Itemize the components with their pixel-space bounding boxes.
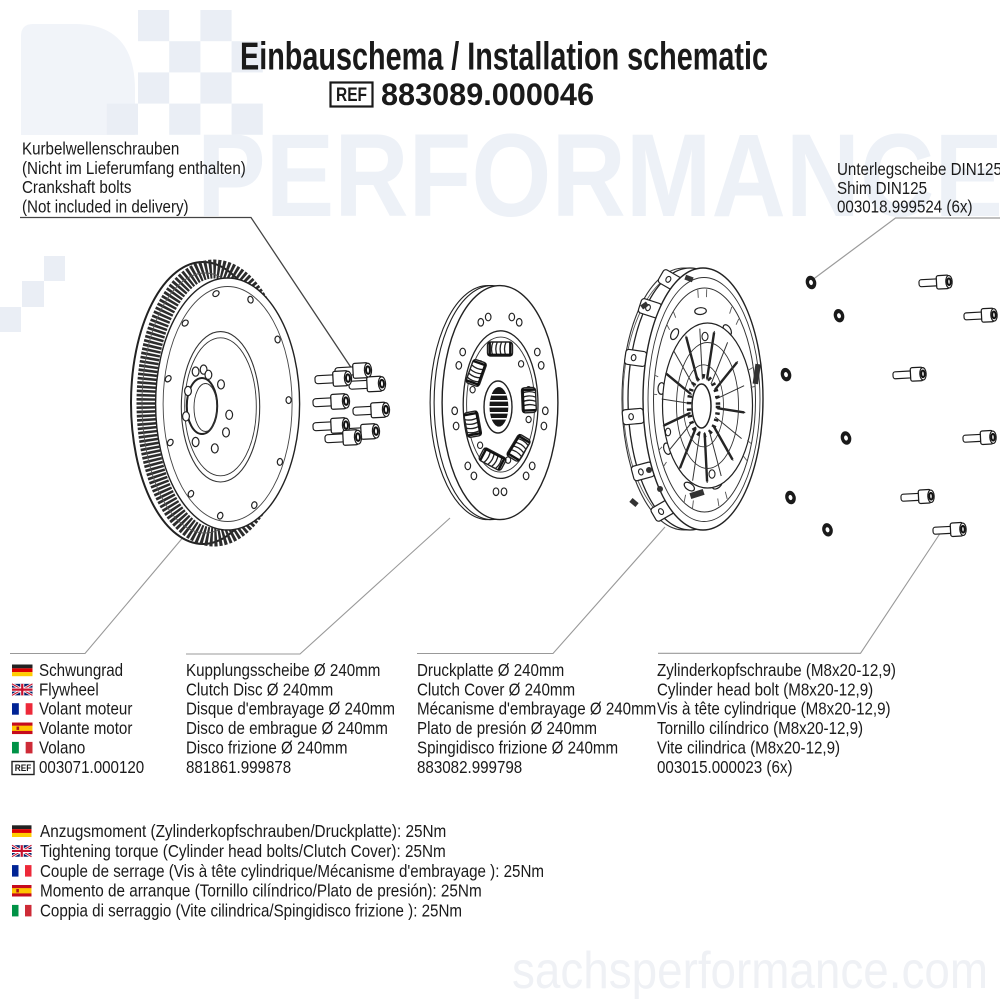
svg-text:Disco de embrague Ø 240mm: Disco de embrague Ø 240mm [186,718,388,738]
svg-text:Kupplungsscheibe Ø 240mm: Kupplungsscheibe Ø 240mm [186,660,380,680]
svg-text:Kurbelwellenschrauben: Kurbelwellenschrauben [22,139,179,159]
svg-text:Volant moteur: Volant moteur [39,699,133,719]
svg-text:REF: REF [15,763,32,774]
svg-text:003071.000120: 003071.000120 [39,757,144,777]
svg-text:Disque d'embrayage Ø 240mm: Disque d'embrayage Ø 240mm [186,699,395,719]
svg-text:Clutch Disc Ø 240mm: Clutch Disc Ø 240mm [186,679,333,699]
svg-text:(Not included in delivery): (Not included in delivery) [22,196,189,216]
svg-text:Spingidisco frizione Ø 240mm: Spingidisco frizione Ø 240mm [417,737,618,757]
svg-text:Vis à tête cylindrique (M8x20-: Vis à tête cylindrique (M8x20-12,9) [657,699,891,719]
svg-text:Anzugsmoment (Zylinderkopfschr: Anzugsmoment (Zylinderkopfschrauben/Druc… [40,821,446,841]
svg-text:(Nicht im Lieferumfang enthalt: (Nicht im Lieferumfang enthalten) [22,158,246,178]
svg-text:Tornillo cilíndrico (M8x20-12,: Tornillo cilíndrico (M8x20-12,9) [657,718,863,738]
svg-text:Druckplatte Ø 240mm: Druckplatte Ø 240mm [417,660,564,680]
svg-text:Couple de serrage (Vis à tête: Couple de serrage (Vis à tête cylindriqu… [40,861,544,881]
svg-text:Tightening torque (Cylinder h: Tightening torque (Cylinder head bolts/C… [40,841,446,861]
svg-text:Einbauschema / Installation sc: Einbauschema / Installation schematic [240,36,768,79]
svg-text:Crankshaft bolts: Crankshaft bolts [22,177,131,197]
svg-text:881861.999878: 881861.999878 [186,757,291,777]
svg-text:sachsperformance.com: sachsperformance.com [512,942,988,1000]
svg-text:Disco frizione Ø 240mm: Disco frizione Ø 240mm [186,737,348,757]
svg-text:Clutch Cover Ø 240mm: Clutch Cover Ø 240mm [417,679,575,699]
svg-text:003018.999524 (6x): 003018.999524 (6x) [837,197,973,217]
svg-text:Zylinderkopfschraube (M8x20-12: Zylinderkopfschraube (M8x20-12,9) [657,660,896,680]
svg-text:Shim DIN125: Shim DIN125 [837,178,927,198]
svg-text:REF: REF [336,85,367,106]
svg-text:Flywheel: Flywheel [39,679,99,699]
svg-text:Volante motor: Volante motor [39,718,133,738]
svg-text:Unterlegscheibe DIN125: Unterlegscheibe DIN125 [837,159,1000,179]
svg-text:003015.000023 (6x): 003015.000023 (6x) [657,757,793,777]
svg-text:Mécanisme d'embrayage Ø 240mm: Mécanisme d'embrayage Ø 240mm [417,699,656,719]
svg-text:883089.000046: 883089.000046 [381,76,594,112]
svg-text:Volano: Volano [39,737,85,757]
svg-text:Momento de arranque (Tornillo: Momento de arranque (Tornillo cilíndrico… [40,881,482,901]
svg-text:883082.999798: 883082.999798 [417,757,522,777]
svg-text:Schwungrad: Schwungrad [39,660,123,680]
svg-text:Vite cilindrica (M8x20-12,9): Vite cilindrica (M8x20-12,9) [657,737,840,757]
svg-text:Cylinder head bolt (M8x20-12,9: Cylinder head bolt (M8x20-12,9) [657,679,873,699]
svg-text:PERFORMANCE: PERFORMANCE [197,110,1000,242]
svg-text:Plato de presión Ø 240mm: Plato de presión Ø 240mm [417,718,597,738]
svg-text:Coppia di serraggio (Vite cili: Coppia di serraggio (Vite cilindrica/Spi… [40,901,462,921]
